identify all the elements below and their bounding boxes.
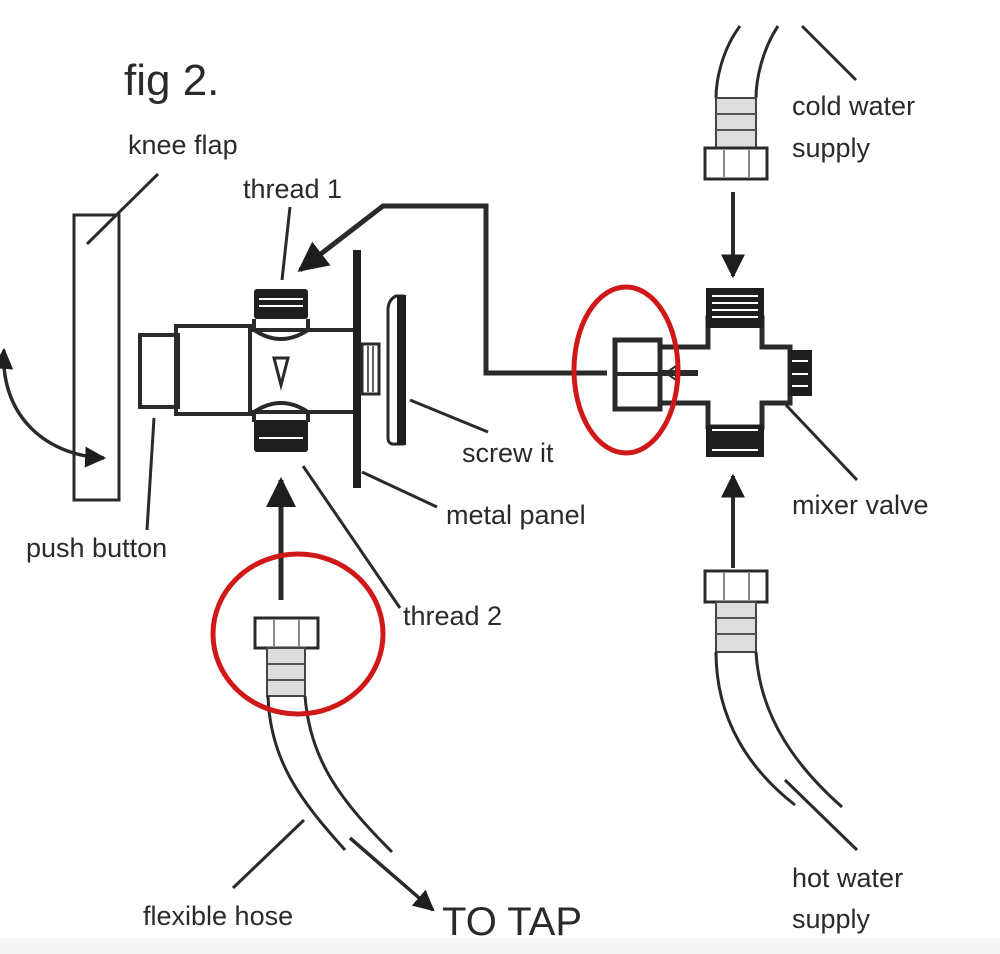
label-metal-panel: metal panel <box>446 500 586 530</box>
knee-flap-leader <box>85 172 160 246</box>
flap-motion-arrow <box>0 347 107 468</box>
highlight-hose-nut <box>210 551 386 717</box>
highlight-mixer-nut <box>571 284 681 456</box>
cold-water-leader <box>800 24 858 82</box>
screw-nut <box>386 294 406 446</box>
bottom-band <box>0 938 1000 954</box>
label-knee-flap: knee flap <box>128 130 238 160</box>
label-hot-water-line2: supply <box>792 904 871 934</box>
label-push-button: push button <box>26 533 167 563</box>
label-cold-water-line1: cold water <box>792 91 915 121</box>
push-button-leader <box>145 417 156 531</box>
label-cold-water-line2: supply <box>792 133 871 163</box>
label-thread-2: thread 2 <box>403 601 502 631</box>
connection-pipe-arrow <box>297 203 607 376</box>
flexible-hose <box>253 477 394 854</box>
flexible-hose-leader <box>231 818 306 890</box>
label-flexible-hose: flexible hose <box>143 901 293 931</box>
hot-water-hose <box>703 569 859 852</box>
label-hot-water-line1: hot water <box>792 863 903 893</box>
mixer-valve <box>612 288 812 457</box>
label-screw-it: screw it <box>462 438 554 468</box>
label-mixer-valve: mixer valve <box>792 490 929 520</box>
threaded-stub <box>360 342 381 396</box>
label-to-tap: TO TAP <box>442 900 582 944</box>
thread-2-leader <box>301 465 402 609</box>
to-tap-arrow <box>348 836 435 912</box>
metal-panel <box>353 250 361 488</box>
cold-water-hose <box>703 25 780 181</box>
mixer-valve-leader <box>784 403 859 482</box>
thread-1-leader <box>280 206 292 281</box>
figure-title: fig 2. <box>124 56 219 105</box>
label-thread-1: thread 1 <box>243 174 342 204</box>
screw-it-leader <box>409 398 489 434</box>
push-valve <box>138 289 355 452</box>
metal-panel-leader <box>361 470 438 509</box>
push-button-shape <box>138 333 180 409</box>
